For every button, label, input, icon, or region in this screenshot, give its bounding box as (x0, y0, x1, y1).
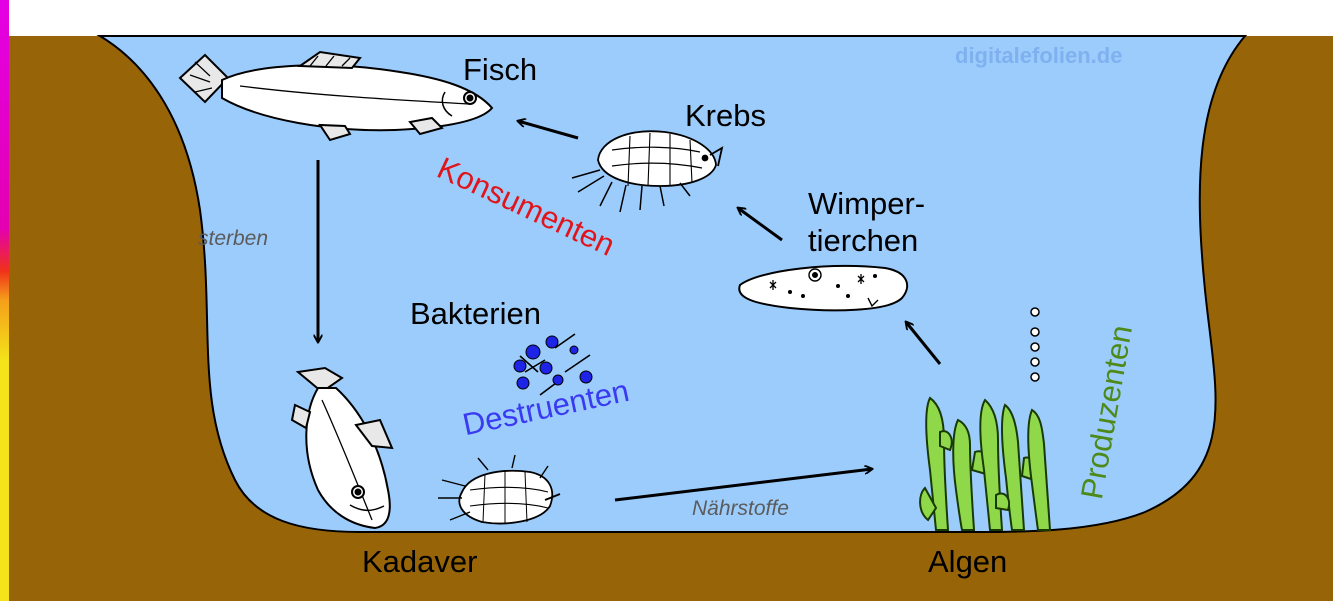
sky-area (0, 0, 1333, 36)
left-color-strip (0, 0, 9, 601)
label-bacteria: Bakterien (410, 298, 541, 329)
label-ciliate-line2: tierchen (808, 225, 918, 256)
label-dying: sterben (198, 228, 268, 249)
watermark-text: digitalefolien.de (955, 45, 1122, 67)
label-crab: Krebs (685, 100, 766, 131)
label-nutrients: Nährstoffe (692, 498, 789, 519)
label-carcass: Kadaver (362, 546, 477, 577)
label-algae: Algen (928, 546, 1007, 577)
label-fish: Fisch (463, 54, 537, 85)
label-ciliate-line1: Wimper- (808, 188, 925, 219)
